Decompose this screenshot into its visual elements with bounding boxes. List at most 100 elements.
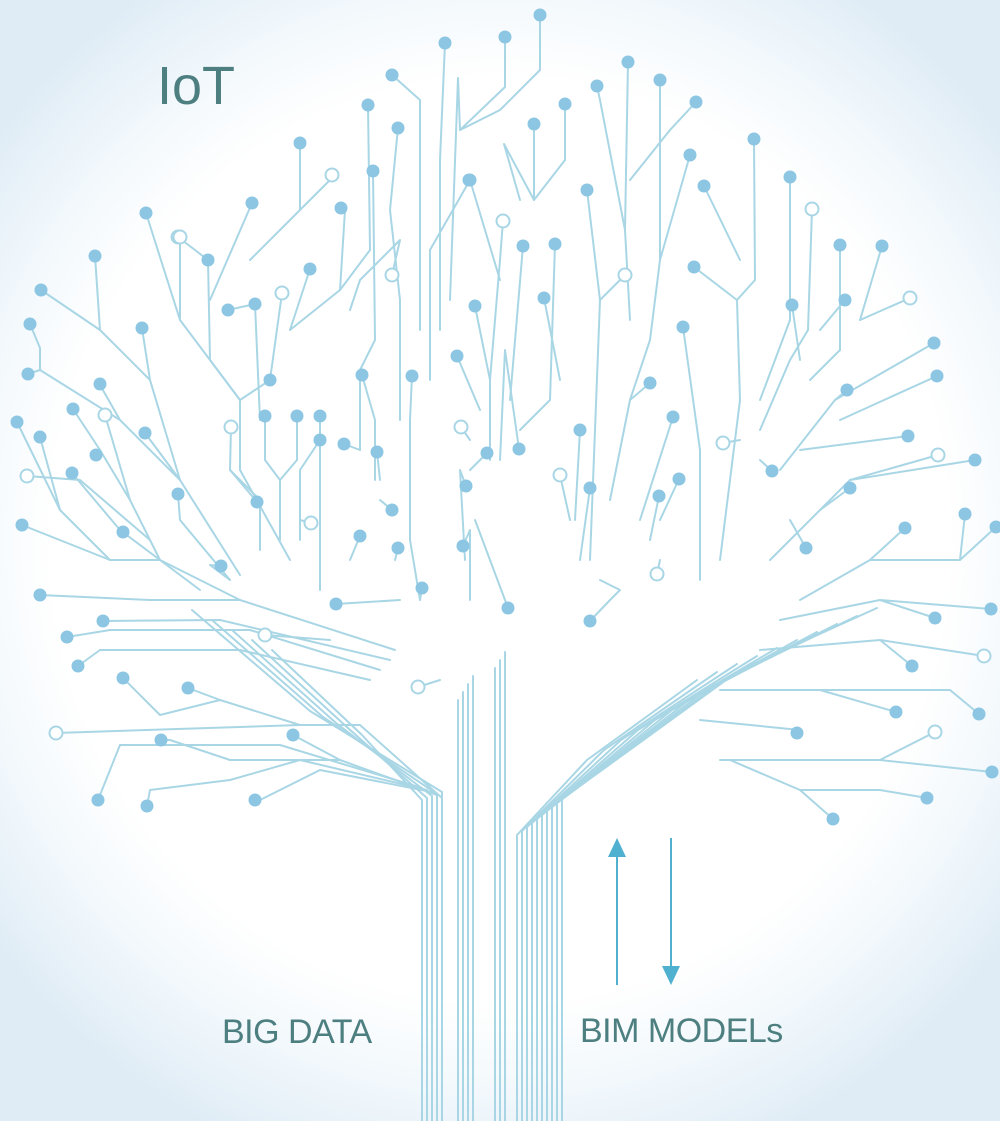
circuit-node <box>989 520 1000 534</box>
circuit-trace <box>146 759 428 807</box>
circuit-node <box>968 453 982 467</box>
circuit-node <box>415 581 429 595</box>
circuit-trace <box>16 421 61 511</box>
circuit-trace <box>526 663 738 1121</box>
circuit-node <box>248 297 262 311</box>
circuit-trace <box>141 327 151 381</box>
circuit-node-open <box>927 724 943 740</box>
circuit-trace <box>339 104 371 291</box>
circuit-trace <box>629 101 697 181</box>
circuit-trace <box>391 74 421 331</box>
circuit-node <box>89 448 103 462</box>
circuit-trace <box>682 326 701 581</box>
circuit-node-open <box>649 566 665 582</box>
circuit-node <box>972 707 986 721</box>
circuit-node <box>783 170 797 184</box>
circuit-trace <box>799 435 909 451</box>
circuit-node-open <box>257 627 273 643</box>
circuit-node <box>985 765 999 779</box>
circuit-trace <box>519 243 556 431</box>
circuit-trace <box>799 789 928 799</box>
circuit-trace <box>94 255 101 331</box>
circuit-trace <box>26 475 151 541</box>
circuit-node <box>139 206 153 220</box>
circuit-trace <box>66 629 381 671</box>
circuit-node-open <box>274 285 290 301</box>
circuit-trace <box>879 639 985 657</box>
circuit-trace <box>21 524 241 601</box>
circuit-node <box>391 121 405 135</box>
circuit-node <box>840 383 854 397</box>
circuit-node <box>91 793 105 807</box>
circuit-node <box>920 791 934 805</box>
circuit-trace <box>456 355 481 411</box>
circuit-trace <box>97 744 423 801</box>
circuit-trace <box>231 629 433 1121</box>
circuit-trace <box>191 609 443 1121</box>
circuit-node-open <box>930 447 946 463</box>
circuit-trace <box>39 594 396 651</box>
circuit-trace <box>736 138 756 301</box>
circuit-node <box>889 705 903 719</box>
circuit-node <box>672 472 686 486</box>
circuit-trace <box>533 103 566 201</box>
circuit-trace <box>586 189 601 561</box>
circuit-node <box>498 30 512 44</box>
circuit-trace <box>449 36 506 301</box>
circuit-trace <box>624 61 629 231</box>
circuit-node <box>370 445 384 459</box>
circuit-trace <box>439 42 446 331</box>
circuit-node-open <box>804 201 820 217</box>
big-data-label: BIG DATA <box>222 1013 372 1051</box>
circuit-node <box>248 793 262 807</box>
circuit-node <box>653 73 667 87</box>
circuit-node <box>385 68 399 82</box>
circuit-node <box>676 320 690 334</box>
circuit-node <box>33 588 47 602</box>
circuit-trace <box>474 305 491 461</box>
circuit-trace <box>299 415 321 541</box>
circuit-trace <box>264 415 281 541</box>
circuit-nodes <box>10 8 1000 826</box>
circuit-node <box>799 541 813 555</box>
circuit-trace <box>503 123 535 201</box>
circuit-node <box>898 521 912 535</box>
circuit-node <box>96 614 110 628</box>
circuit-node <box>258 409 272 423</box>
circuit-node-open <box>223 419 239 435</box>
circuit-traces <box>16 14 997 1121</box>
circuit-node <box>468 299 482 313</box>
circuit-node <box>689 95 703 109</box>
circuit-node <box>958 507 972 521</box>
circuit-node <box>353 529 367 543</box>
circuit-node <box>583 481 597 495</box>
circuit-node <box>826 812 840 826</box>
circuit-trace <box>55 724 301 734</box>
circuit-node <box>687 260 701 274</box>
circuit-trace <box>122 677 221 716</box>
circuit-trace <box>809 244 841 381</box>
circuit-node-open <box>902 290 918 306</box>
circuit-node-open <box>453 419 469 435</box>
circuit-node <box>652 489 666 503</box>
circuit-trace <box>859 297 911 321</box>
bim-models-label: BIM MODELs <box>580 1012 783 1050</box>
circuit-node <box>930 369 944 383</box>
circuit-node <box>621 55 635 69</box>
circuit-trace <box>77 649 371 681</box>
circuit-trace <box>719 689 897 713</box>
circuit-trace <box>499 349 520 461</box>
circuit-node <box>361 98 375 112</box>
circuit-node <box>135 321 149 335</box>
circuit-node-open <box>19 468 35 484</box>
circuit-trace <box>839 375 938 421</box>
circuit-node <box>286 728 300 742</box>
circuit-trace <box>361 374 376 481</box>
circuit-trace <box>819 299 846 331</box>
circuit-node <box>583 614 597 628</box>
circuit-trace <box>335 599 401 605</box>
circuit-node <box>516 239 530 253</box>
circuit-node <box>329 597 343 611</box>
